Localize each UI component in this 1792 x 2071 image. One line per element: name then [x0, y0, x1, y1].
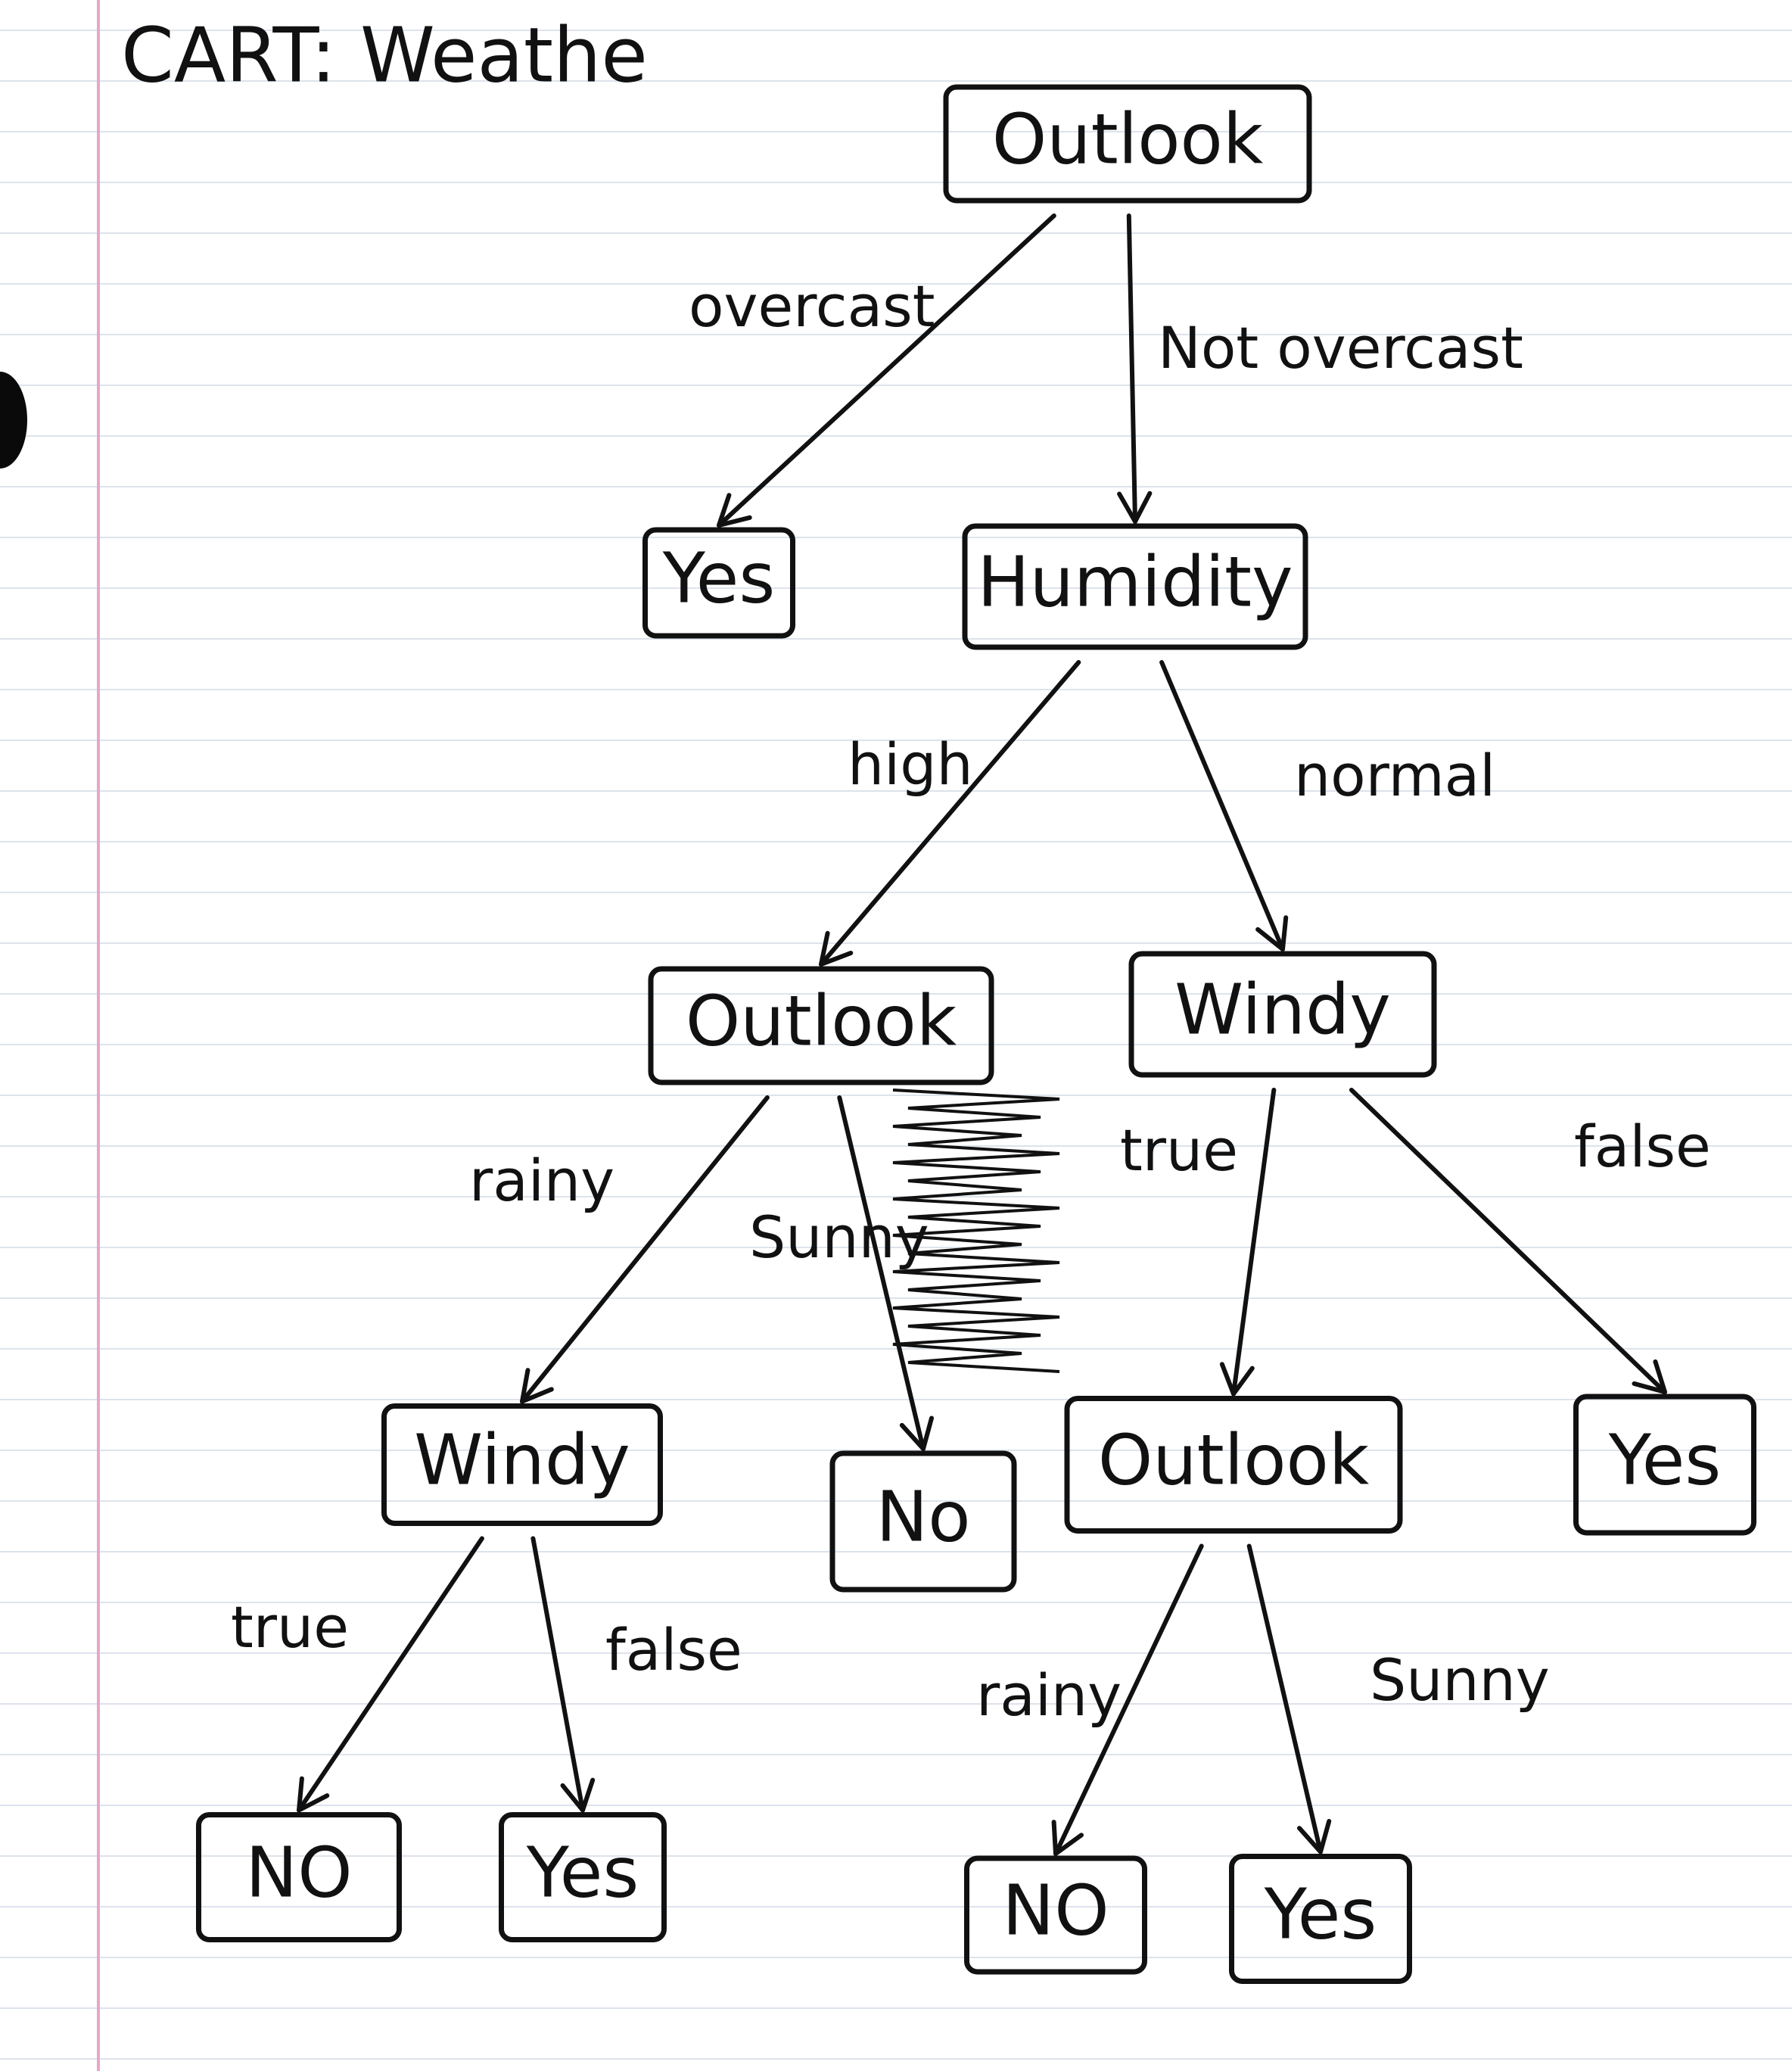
- node-n_yes_sunny: Yes: [1229, 1854, 1412, 1984]
- edge-line: [717, 213, 1056, 528]
- node-label: NO: [245, 1832, 352, 1913]
- node-label: Outlook: [1098, 1419, 1370, 1500]
- node-label: NO: [1002, 1870, 1109, 1951]
- edge-label: Sunny: [1370, 1646, 1550, 1714]
- node-n_outlook_true: Outlook: [1064, 1396, 1403, 1534]
- node-n_windy_normal: Windy: [1128, 951, 1437, 1078]
- edge-n_windy_rainy-to-n_no_true: true: [231, 1536, 484, 1813]
- node-label: Yes: [526, 1832, 639, 1913]
- edge-label: Not overcast: [1158, 314, 1523, 382]
- arrowhead: [717, 493, 752, 528]
- node-box: [962, 523, 1308, 650]
- edge-line: [530, 1536, 585, 1813]
- node-box: [499, 1812, 667, 1942]
- edge-n_outlook_true-to-n_no_rainy: rainy: [976, 1543, 1204, 1856]
- node-label: Humidity: [977, 541, 1293, 622]
- arrowhead: [297, 1776, 330, 1813]
- node-label: Yes: [1264, 1873, 1377, 1954]
- node-n_humidity: Humidity: [962, 523, 1308, 650]
- node-label: Outlook: [686, 980, 957, 1061]
- node-label: Windy: [1174, 969, 1391, 1050]
- edge-root-to-n_humidity: Not overcast: [1117, 213, 1523, 524]
- arrowhead: [1255, 915, 1289, 951]
- arrowhead: [899, 1415, 935, 1451]
- edge-n_outlook_high-to-n_windy_rainy: rainy: [469, 1095, 770, 1404]
- edge-line: [1246, 1543, 1323, 1855]
- edge-n_humidity-to-n_outlook_high: high: [819, 660, 1081, 967]
- edge-label: false: [1574, 1113, 1711, 1180]
- node-n_no_true: NO: [196, 1812, 402, 1942]
- scribble-crossout: [892, 1088, 1060, 1373]
- edge-n_windy_rainy-to-n_yes_false2: false: [530, 1536, 742, 1813]
- edge-n_outlook_high-to-n_no_sunny: Sunny: [749, 1095, 935, 1451]
- node-n_windy_rainy: Windy: [381, 1403, 663, 1526]
- node-n_no_sunny: No: [829, 1450, 1017, 1593]
- node-box: [964, 1855, 1147, 1975]
- edge-label: rainy: [976, 1661, 1122, 1729]
- edge-line: [1126, 213, 1137, 524]
- edge-n_outlook_true-to-n_yes_sunny: Sunny: [1246, 1543, 1550, 1855]
- node-box: [829, 1450, 1017, 1593]
- edge-line: [297, 1536, 484, 1813]
- edge-label: rainy: [469, 1147, 614, 1214]
- edge-label: normal: [1294, 742, 1495, 809]
- punch-hole: [0, 372, 27, 469]
- node-box: [648, 966, 994, 1085]
- edge-line: [837, 1095, 926, 1451]
- arrowhead: [1297, 1819, 1332, 1855]
- arrowhead: [520, 1368, 554, 1404]
- node-label: Windy: [414, 1419, 630, 1500]
- edge-label: false: [605, 1616, 742, 1683]
- node-box: [1229, 1854, 1412, 1984]
- arrowhead: [1051, 1820, 1084, 1856]
- node-label: No: [876, 1476, 970, 1557]
- node-label: Yes: [662, 537, 776, 618]
- node-box: [1573, 1394, 1756, 1536]
- edge-root-to-n_yes_overcast: overcast: [689, 213, 1056, 528]
- edge-line: [520, 1095, 770, 1404]
- scribble-strokes: [892, 1088, 1060, 1373]
- arrowhead: [819, 930, 854, 967]
- node-box: [1128, 951, 1437, 1078]
- arrowhead: [1632, 1359, 1667, 1394]
- edge-line: [1231, 1088, 1277, 1397]
- edge-label: true: [1120, 1116, 1238, 1184]
- edge-label: high: [848, 730, 973, 798]
- arrowhead: [560, 1777, 596, 1813]
- node-box: [943, 84, 1312, 204]
- edge-line: [1159, 660, 1285, 951]
- edge-n_humidity-to-n_windy_normal: normal: [1159, 660, 1495, 951]
- edge-line: [819, 660, 1081, 967]
- diagram-title: CART: Weathe: [121, 11, 648, 99]
- node-box: [1064, 1396, 1403, 1534]
- node-label: Outlook: [992, 98, 1264, 179]
- node-root: Outlook: [943, 84, 1312, 204]
- edge-label: true: [231, 1593, 349, 1661]
- arrowhead: [1117, 490, 1153, 524]
- edge-line: [1349, 1088, 1667, 1394]
- node-label: Yes: [1608, 1419, 1722, 1500]
- node-box: [642, 527, 795, 639]
- arrowhead: [1219, 1362, 1255, 1397]
- edge-n_windy_normal-to-n_outlook_true: true: [1120, 1088, 1277, 1397]
- node-n_yes_false: Yes: [1573, 1394, 1756, 1536]
- edge-label: overcast: [689, 272, 935, 340]
- node-box: [196, 1812, 402, 1942]
- edge-n_windy_normal-to-n_yes_false: false: [1349, 1088, 1711, 1394]
- node-n_yes_false2: Yes: [499, 1812, 667, 1942]
- node-n_no_rainy: NO: [964, 1855, 1147, 1975]
- edge-line: [1053, 1543, 1204, 1856]
- node-box: [381, 1403, 663, 1526]
- node-n_yes_overcast: Yes: [642, 527, 795, 639]
- node-n_outlook_high: Outlook: [648, 966, 994, 1085]
